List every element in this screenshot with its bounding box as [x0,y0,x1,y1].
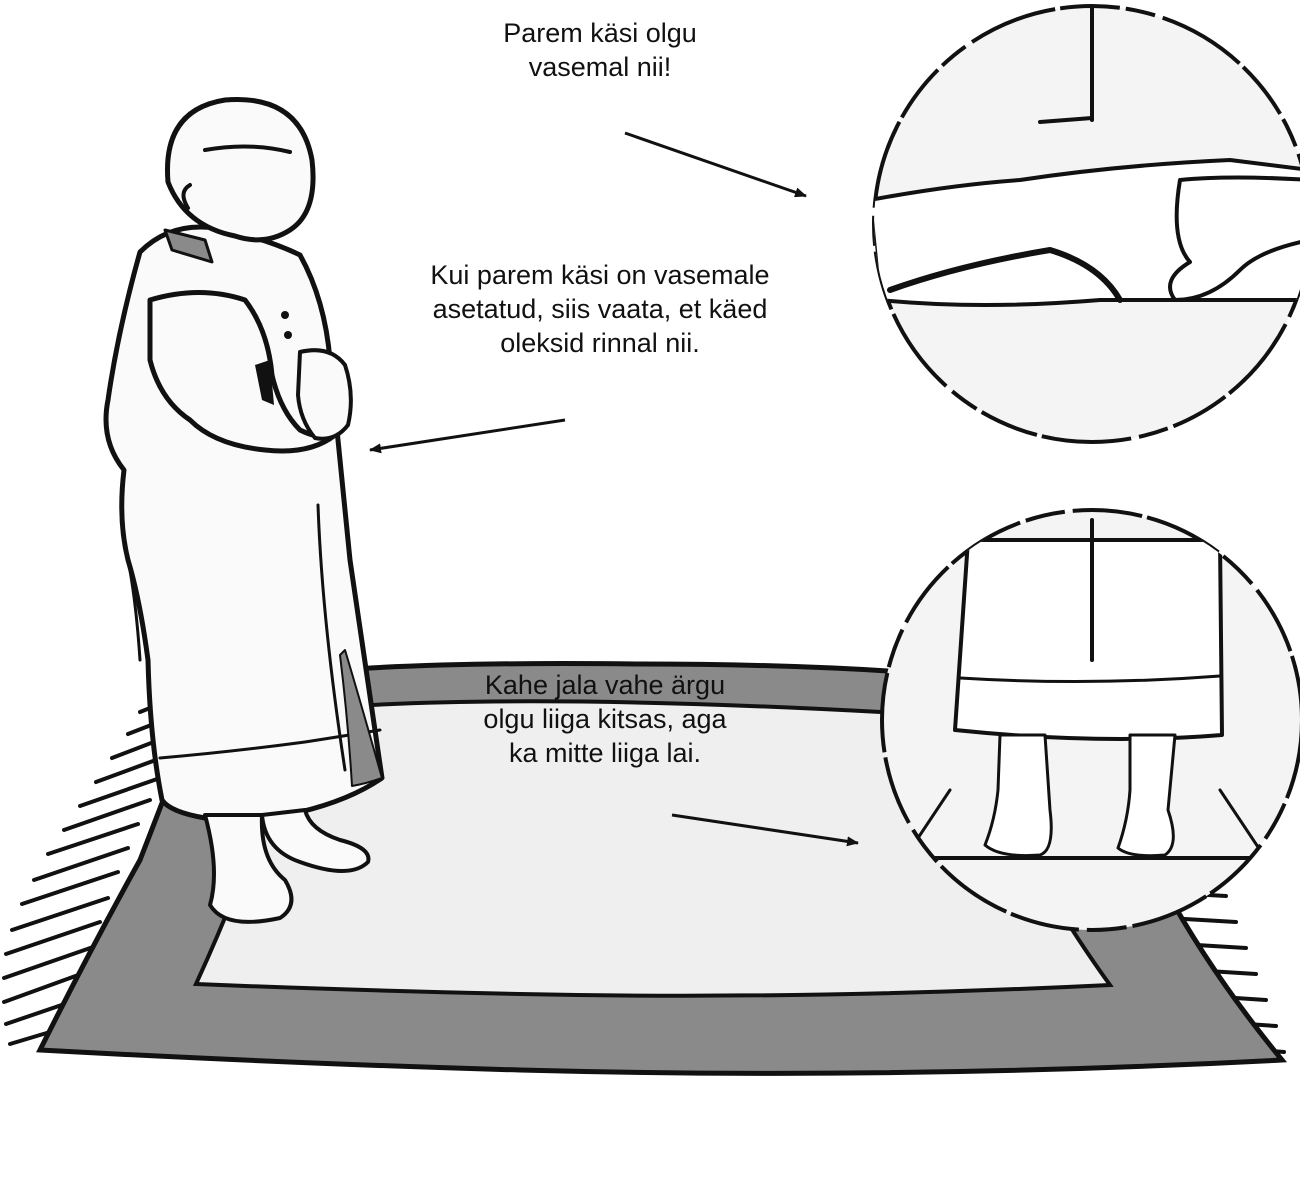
inset-feet-detail [882,510,1300,930]
caption-feet-spacing: Kahe jala vahe ärgu olgu liiga kitsas, a… [400,668,810,770]
praying-figure [106,100,382,922]
arrow-to-figure-arms [370,420,565,450]
caption-hand-placement: Parem käsi olgu vasemal nii! [420,16,780,84]
robe-bottom [955,540,1222,739]
caption-arms-on-chest: Kui parem käsi on vasemale asetatud, sii… [340,258,860,360]
arrow-to-hand-inset [625,133,806,196]
head [167,100,313,240]
robe-button [281,311,289,319]
inset-hands-detail [870,0,1300,442]
hands [298,350,351,439]
robe-button [284,331,292,339]
